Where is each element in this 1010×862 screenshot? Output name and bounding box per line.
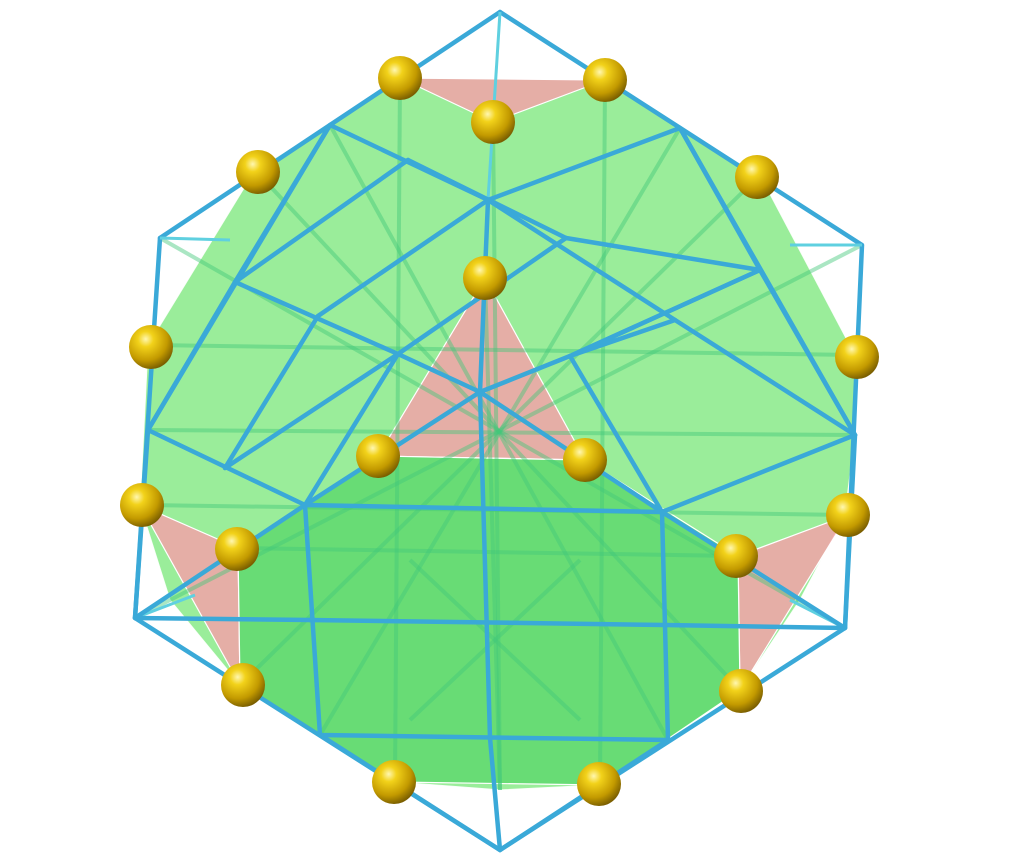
gold-sphere-icon [577,762,621,806]
vertex-spheres [120,56,879,806]
gold-sphere-icon [120,483,164,527]
gold-sphere-icon [129,325,173,369]
gold-sphere-icon [583,58,627,102]
gold-sphere-icon [463,256,507,300]
gold-sphere-icon [356,434,400,478]
gold-sphere-icon [372,760,416,804]
gold-sphere-icon [714,534,758,578]
gold-sphere-icon [719,669,763,713]
top-triangle-face [399,77,606,123]
gold-sphere-icon [221,663,265,707]
gold-sphere-icon [378,56,422,100]
gold-sphere-icon [471,100,515,144]
gold-sphere-icon [236,150,280,194]
gold-sphere-icon [826,493,870,537]
gold-sphere-icon [563,438,607,482]
gold-sphere-icon [215,527,259,571]
gold-sphere-icon [835,335,879,379]
gold-sphere-icon [735,155,779,199]
